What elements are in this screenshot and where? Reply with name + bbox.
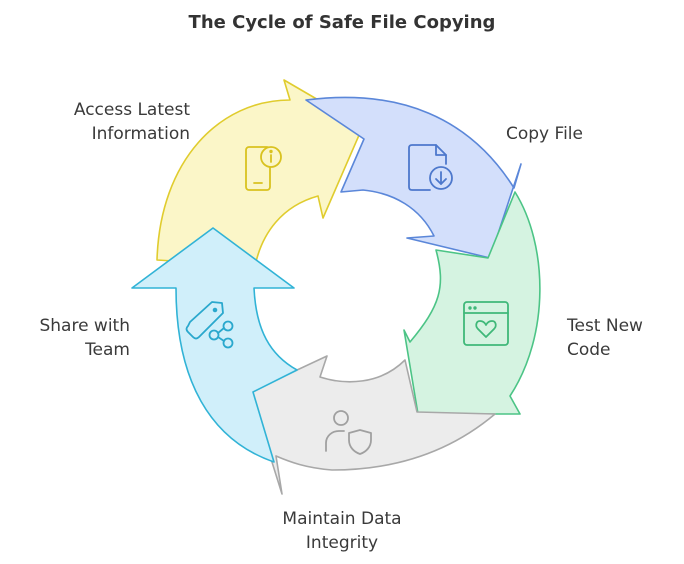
- label-access-latest-information: Access Latest Information: [28, 98, 190, 146]
- label-line: Team: [85, 340, 130, 360]
- label-line: Share with: [39, 316, 130, 336]
- mobile-info-icon: [245, 146, 282, 191]
- label-copy-file: Copy File: [506, 122, 656, 146]
- label-line: Maintain Data: [282, 509, 402, 529]
- arrow-test: [403, 191, 541, 415]
- label-line: Access Latest: [73, 100, 190, 120]
- label-test-new-code: Test New Code: [567, 314, 677, 362]
- arrow-maintain: [249, 355, 496, 495]
- diagram-title: The Cycle of Safe File Copying: [188, 12, 496, 33]
- file-download-icon: [408, 144, 453, 191]
- browser-heart-icon: [463, 301, 509, 346]
- label-line: Test New: [567, 316, 643, 336]
- label-line: Information: [91, 124, 190, 144]
- arrow-copy: [305, 96, 522, 259]
- label-maintain-data-integrity: Maintain Data Integrity: [242, 507, 442, 555]
- label-line: Copy File: [506, 124, 583, 144]
- label-share-with-team: Share with Team: [10, 314, 130, 362]
- label-line: Code: [567, 340, 611, 360]
- arrow-share: [131, 227, 298, 463]
- arrow-access: [156, 79, 364, 267]
- user-shield-icon: [325, 410, 372, 455]
- label-line: Integrity: [305, 533, 379, 553]
- tag-share-icon: [185, 301, 234, 349]
